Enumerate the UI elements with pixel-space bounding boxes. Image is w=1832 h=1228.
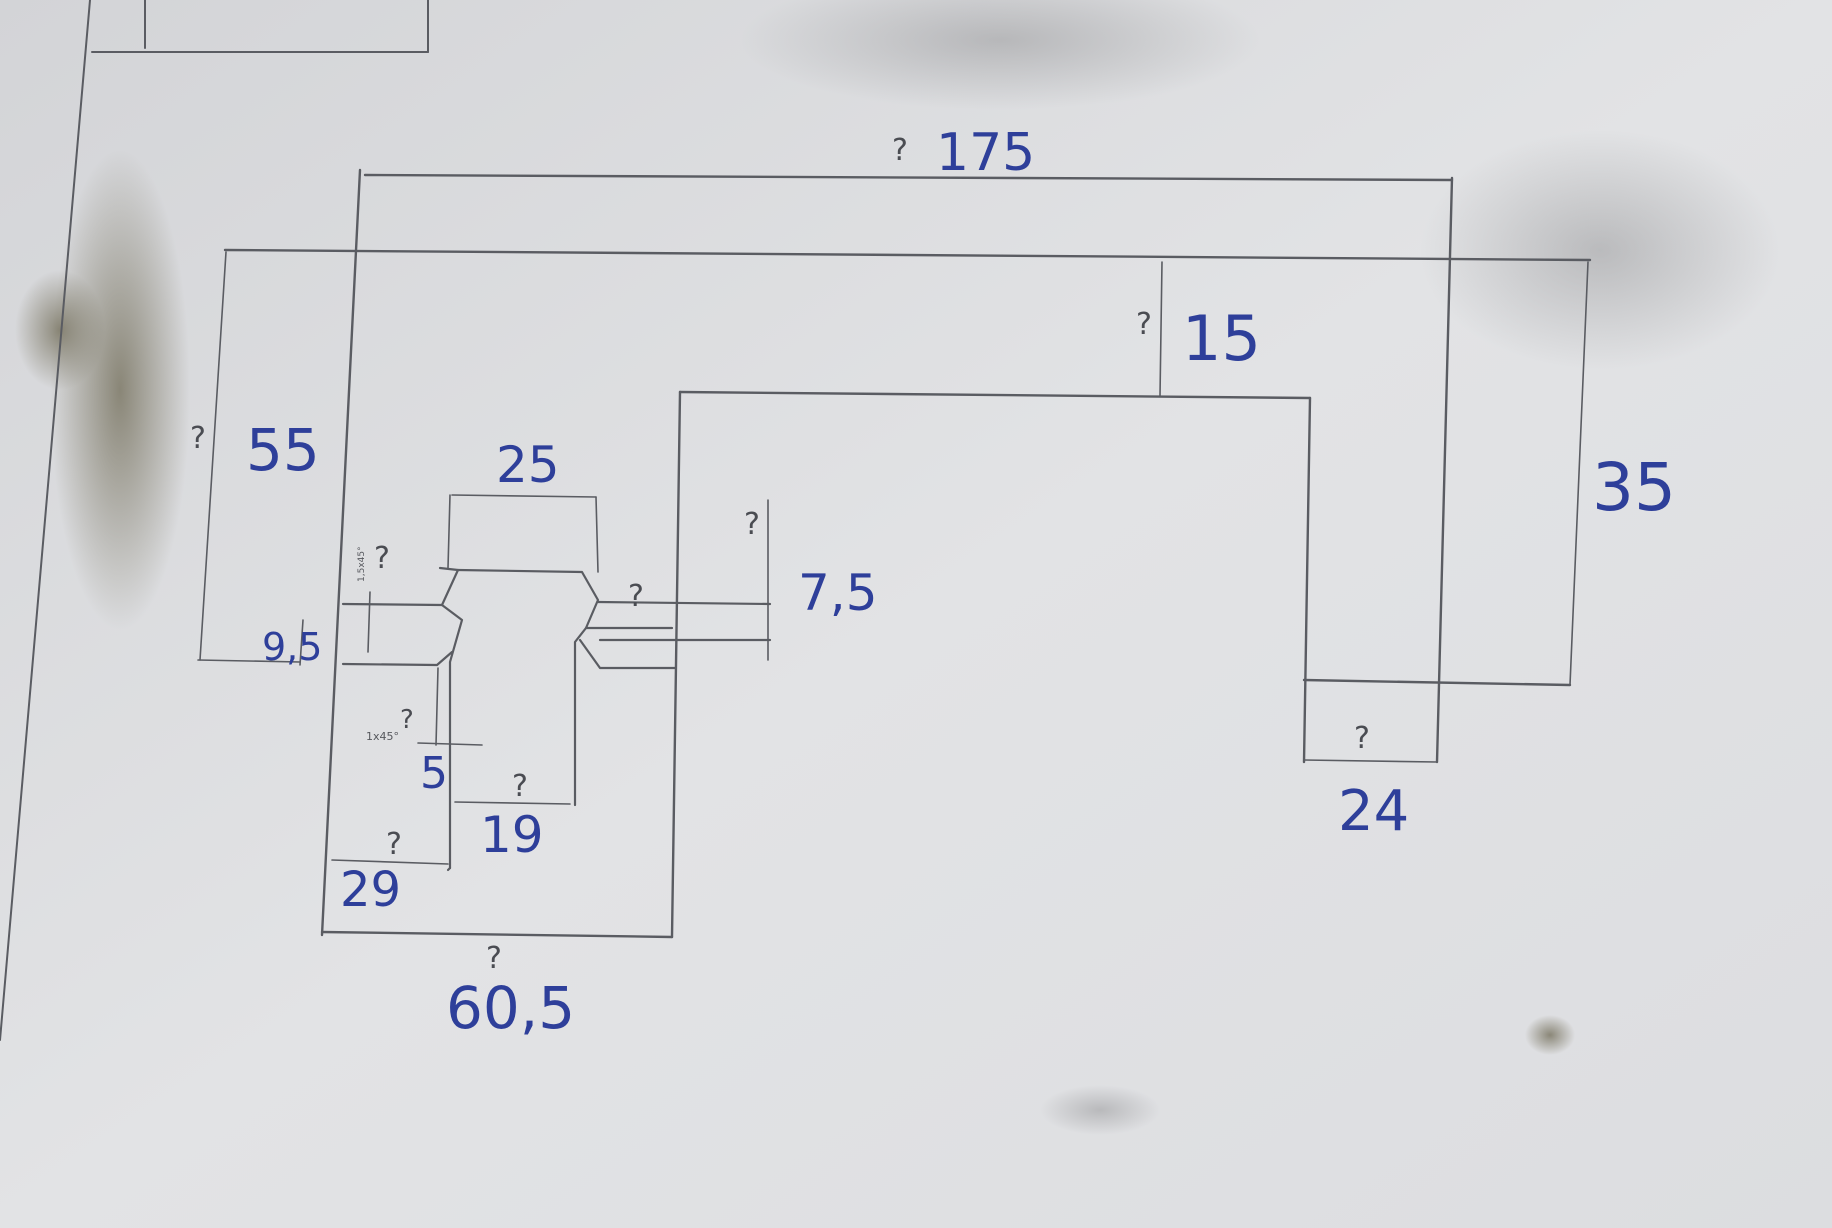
dim-24: 24	[1338, 779, 1409, 844]
dirt-spot	[1525, 1015, 1575, 1055]
unknown-marker: ?	[512, 769, 528, 804]
dimension-lines	[197, 251, 1589, 865]
dim-5: 5	[420, 748, 448, 799]
unknown-marker: ?	[892, 133, 908, 168]
dim-25: 25	[496, 436, 560, 494]
dim-15: 15	[1182, 302, 1261, 375]
unknown-marker: ?	[374, 541, 390, 576]
unknown-marker: ?	[486, 941, 502, 976]
shadow-smudge	[740, 0, 1260, 110]
unknown-marker: ?	[1354, 721, 1370, 756]
unknown-marker: ?	[628, 579, 644, 614]
unknown-marker: ?	[744, 507, 760, 542]
unknown-marker: ?	[1136, 307, 1152, 342]
t-slot	[341, 566, 772, 872]
dim-35: 35	[1592, 449, 1676, 526]
shadow-smudge	[1420, 130, 1780, 370]
dim-55: 55	[246, 416, 320, 484]
unknown-marker: ?	[190, 421, 206, 456]
dim-175: 175	[936, 123, 1035, 183]
dim-7-5: 7,5	[798, 564, 878, 622]
part-outline	[223, 168, 1592, 939]
tiny-note-side: 1,5x45°	[357, 546, 367, 582]
dirt-smudge	[50, 150, 190, 630]
dim-60-5: 60,5	[446, 974, 575, 1042]
unknown-marker: ?	[400, 705, 414, 735]
dim-19: 19	[480, 806, 544, 864]
dim-9-5: 9,5	[262, 625, 322, 669]
dim-29: 29	[340, 862, 401, 918]
unknown-marker: ?	[386, 827, 402, 862]
dirt-smudge	[15, 270, 105, 390]
tiny-note-chamfer: 1x45°	[366, 730, 399, 743]
sheet-border	[0, 0, 429, 1041]
shadow-smudge	[1040, 1085, 1160, 1135]
